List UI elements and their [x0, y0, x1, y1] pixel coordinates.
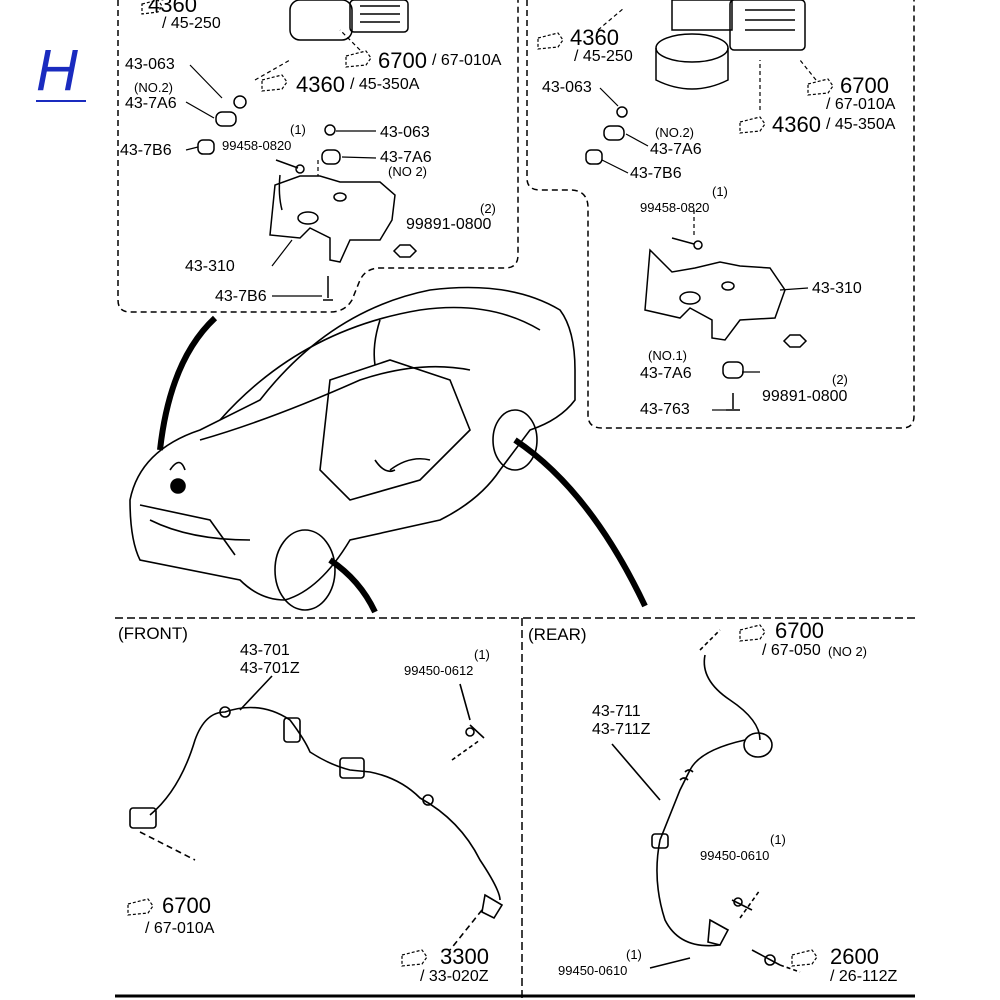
ref-6700-rear-number: 6700: [775, 618, 824, 643]
label-99450-0612: 99450-0612: [404, 663, 474, 678]
curve-arrow-left: [157, 315, 218, 451]
label-43-711z: 43-711Z: [592, 721, 651, 738]
label-rear-q1-a: (1): [770, 832, 786, 847]
ref-6700-sub: / 67-010A: [432, 52, 502, 69]
car-body: [129, 286, 576, 611]
ref-2600-rear-sub: / 26-112Z: [830, 968, 898, 985]
ref-pointer-icon: [261, 74, 288, 92]
top-left-dashed-boundary: [117, 0, 519, 313]
label-43-7a6-tr: 43-7A6: [650, 141, 702, 158]
leaders-top-right: [597, 7, 817, 411]
label-43-310-tr: 43-310: [812, 280, 862, 297]
bracket-left: [269, 174, 396, 263]
ref-4360b-tr-number: 4360: [772, 112, 821, 137]
abs-unit-left: [289, 0, 409, 41]
ref-4360-tr-sub: / 45-250: [574, 48, 633, 65]
label-q1-tr: (1): [712, 184, 728, 199]
label-43-7b6-a: 43-7B6: [120, 142, 172, 159]
ref-6700-front-sub: / 67-010A: [145, 920, 215, 937]
label-43-310-a: 43-310: [185, 258, 235, 275]
ref-pointer-icon: [401, 949, 428, 967]
label-rear-q1-b: (1): [626, 947, 642, 962]
label-43-763-tr: 43-763: [640, 401, 690, 418]
ref-3300-front-number: 3300: [440, 944, 489, 969]
label-q2-tr: (2): [832, 372, 848, 387]
label-no2-tr: (NO.2): [655, 125, 694, 140]
small-parts-right: [585, 106, 808, 411]
ref-pointer-icon: [791, 949, 818, 967]
label-43-701: 43-701: [240, 642, 290, 659]
label-99891-0800-a: 99891-0800: [406, 216, 492, 233]
label-43-063-b: 43-063: [380, 124, 430, 141]
bracket-right: [644, 248, 786, 341]
leaders-top-left: [185, 29, 377, 297]
label-99891-0800-tr: 99891-0800: [762, 388, 848, 405]
label-no1-tr: (NO.1): [648, 348, 687, 363]
label-no2-b: (NO 2): [388, 164, 427, 179]
abs-unit-right: [655, 0, 806, 90]
label-99458-0820-a: 99458-0820: [222, 138, 292, 153]
front-sensor-harness: [129, 675, 504, 951]
ref-2600-rear-number: 2600: [830, 944, 879, 969]
ref-6700-tr-sub: / 67-010A: [826, 96, 896, 113]
small-parts-left: [197, 95, 418, 301]
label-43-7b6-b: 43-7B6: [215, 288, 267, 305]
label-no2-a: (NO.2): [134, 80, 173, 95]
label-43-063-tr: 43-063: [542, 79, 592, 96]
ref-pointer-icon: [739, 116, 766, 134]
section-front-label: (FRONT): [118, 624, 188, 643]
ref-pointer-icon: [127, 898, 154, 916]
ref-6700-number: 6700: [378, 48, 427, 73]
label-43-7a6-tr-b: 43-7A6: [640, 365, 692, 382]
ref-4360-tr-number: 4360: [570, 25, 619, 50]
label-43-711: 43-711: [592, 703, 641, 720]
ref-3300-front-sub: / 33-020Z: [420, 968, 489, 985]
label-q1-a: (1): [290, 122, 306, 137]
label-43-063-a: 43-063: [125, 56, 175, 73]
ref-6700-tr-number: 6700: [840, 73, 889, 98]
label-99458-0820-tr: 99458-0820: [640, 200, 710, 215]
ref-6700-rear-note: (NO 2): [828, 644, 867, 659]
label-43-7a6-b: 43-7A6: [380, 149, 432, 166]
logo-letter: H: [36, 38, 78, 103]
label-43-701z: 43-701Z: [240, 660, 300, 677]
ref-6700-front-number: 6700: [162, 893, 211, 918]
rear-sensor-harness: [611, 629, 801, 973]
ref-pointer-icon: [345, 50, 372, 68]
ref-pointer-icon: [141, 0, 163, 15]
label-q2-a: (2): [480, 201, 496, 216]
ref-pointer-icon: [807, 78, 834, 96]
section-rear-label: (REAR): [528, 625, 587, 644]
curve-arrow-rear: [513, 437, 648, 608]
label-43-7a6-a: 43-7A6: [125, 95, 177, 112]
label-front-q1: (1): [474, 647, 490, 662]
top-right-dashed-boundary: [526, 0, 915, 429]
logo-underline: [36, 100, 86, 102]
ref-4360b-tr-sub: / 45-350A: [826, 116, 896, 133]
ref-4360b-number: 4360: [296, 72, 345, 97]
ref-pointer-icon: [537, 32, 564, 50]
ref-4360b-sub: / 45-350A: [350, 76, 420, 93]
curve-arrow-front: [328, 557, 378, 614]
label-99450-0610-b: 99450-0610: [558, 963, 628, 978]
ref-6700-rear-sub: / 67-050: [762, 642, 821, 659]
label-99450-0610-a: 99450-0610: [700, 848, 770, 863]
ref-pointer-icon: [739, 624, 766, 642]
ref-sub: / 45-250: [162, 15, 221, 32]
label-43-7b6-tr: 43-7B6: [630, 165, 682, 182]
